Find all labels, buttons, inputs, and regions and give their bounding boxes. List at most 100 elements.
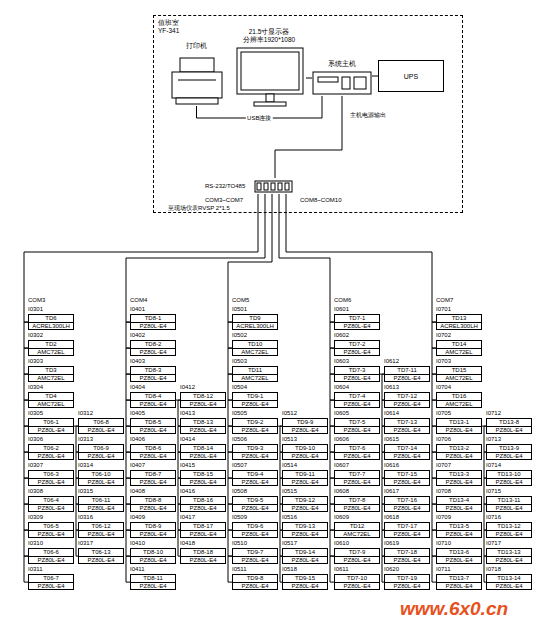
node-text: TD13-8 bbox=[487, 419, 531, 427]
address-label: I0506 bbox=[232, 436, 247, 443]
node-text: TD13-5 bbox=[437, 523, 481, 531]
node-text: PZ80L-E4 bbox=[233, 479, 277, 486]
address-label: I0311 bbox=[28, 566, 43, 573]
bus-wire bbox=[228, 194, 272, 322]
address-label: I0504 bbox=[232, 384, 247, 391]
node-text: TD8-5 bbox=[131, 419, 175, 427]
address-label: I0516 bbox=[282, 514, 297, 521]
meter-box: TD8-8PZ80L-E4 bbox=[130, 496, 176, 512]
address-label: I0620 bbox=[384, 566, 399, 573]
address-label: I0415 bbox=[180, 462, 195, 469]
node-text: T06-7 bbox=[29, 575, 73, 583]
node-text: PZ80L-E4 bbox=[385, 453, 429, 460]
bus-wire bbox=[286, 194, 436, 322]
node-text: TD8-1 bbox=[131, 315, 175, 323]
address-label: I0604 bbox=[334, 384, 349, 391]
meter-box: TD7-4PZ80L-E4 bbox=[334, 392, 380, 408]
node-text: TD8-13 bbox=[181, 419, 225, 427]
meter-box: TD9-3PZ80L-E4 bbox=[232, 444, 278, 460]
converter-port bbox=[285, 183, 289, 190]
node-text: PZ80L-E4 bbox=[131, 349, 175, 356]
meter-box: TD8-6PZ80L-E4 bbox=[130, 444, 176, 460]
meter-box: T06-8PZ80L-E4 bbox=[78, 418, 124, 434]
meter-box: TD9-12PZ80L-E4 bbox=[282, 496, 328, 512]
meter-box: T06-5PZ80L-E4 bbox=[28, 522, 74, 538]
address-label: I0401 bbox=[130, 306, 145, 313]
node-text: TD8-14 bbox=[181, 445, 225, 453]
meter-box: TD8-16PZ80L-E4 bbox=[180, 496, 226, 512]
monitor: 21.5寸显示器分辨率1920*1080 bbox=[232, 28, 306, 110]
address-label: I0315 bbox=[78, 488, 93, 495]
node-text: PZ80L-E4 bbox=[29, 557, 73, 564]
meter-box: TD12AMC72EL bbox=[334, 522, 380, 538]
node-text: TD4 bbox=[29, 393, 73, 401]
meter-box: TD9-15PZ80L-E4 bbox=[282, 574, 328, 590]
meter-box: TD7-12PZ80L-E4 bbox=[384, 392, 430, 408]
meter-box: TD9-11PZ80L-E4 bbox=[282, 470, 328, 486]
meter-box: TD8-15PZ80L-E4 bbox=[180, 470, 226, 486]
meter-box: TD13-12PZ80L-E4 bbox=[486, 522, 532, 538]
node-text: PZ80L-E4 bbox=[131, 323, 175, 330]
address-label: I0716 bbox=[486, 514, 501, 521]
node-text: TD7-12 bbox=[385, 393, 429, 401]
node-text: PZ80L-E4 bbox=[29, 427, 73, 434]
node-text: TD7-9 bbox=[335, 549, 379, 557]
address-label: I0301 bbox=[28, 306, 43, 313]
node-text: PZ80L-E4 bbox=[385, 375, 429, 382]
node-text: PZ80L-E4 bbox=[233, 505, 277, 512]
node-text: PZ80L-E4 bbox=[233, 531, 277, 538]
node-text: PZ80L-E4 bbox=[181, 479, 225, 486]
node-text: AMC72EL bbox=[233, 375, 277, 382]
address-label: I0703 bbox=[436, 358, 451, 365]
host-panel bbox=[354, 77, 366, 89]
meter-box: TD8-1PZ80L-E4 bbox=[130, 314, 176, 330]
node-text: PZ80L-E4 bbox=[283, 427, 327, 434]
address-label: I0607 bbox=[334, 462, 349, 469]
address-label: I0605 bbox=[334, 410, 349, 417]
meter-box: TD13-2PZ80L-E4 bbox=[436, 444, 482, 460]
meter-box: TD13-10PZ80L-E4 bbox=[486, 470, 532, 486]
node-text: AMC72EL bbox=[233, 349, 277, 356]
port-label: COM3~COM7 bbox=[205, 197, 243, 204]
meter-box: TD14AMC72EL bbox=[436, 340, 482, 356]
meter-box: T06-6PZ80L-E4 bbox=[28, 548, 74, 564]
address-label: I0405 bbox=[130, 410, 145, 417]
node-text: TD8-10 bbox=[131, 549, 175, 557]
node-text: RS-232/TO485 bbox=[205, 178, 295, 194]
meter-box: TD9ACREL300LH bbox=[232, 314, 278, 330]
node-text: PZ80L-E4 bbox=[131, 479, 175, 486]
meter-box: TD13-13PZ80L-E4 bbox=[486, 548, 532, 564]
node-text: T06-2 bbox=[29, 445, 73, 453]
node-text: PZ80L-E4 bbox=[335, 557, 379, 564]
node-text: PZ80L-E4 bbox=[487, 453, 531, 460]
bus-wire bbox=[275, 96, 342, 178]
node-text: 分辨率1920*1080 bbox=[232, 36, 306, 44]
node-text: PZ80L-E4 bbox=[131, 505, 175, 512]
node-text: PZ80L-E4 bbox=[233, 453, 277, 460]
node-text: TD7-19 bbox=[385, 575, 429, 583]
node-text: PZ80L-E4 bbox=[335, 453, 379, 460]
meter-box: TD13-6PZ80L-E4 bbox=[436, 548, 482, 564]
meter-box: TD8-7PZ80L-E4 bbox=[130, 470, 176, 486]
node-text: PZ80L-E4 bbox=[335, 479, 379, 486]
meter-box: TD8-3PZ80L-E4 bbox=[130, 366, 176, 382]
address-label: I0316 bbox=[78, 514, 93, 521]
address-label: I0417 bbox=[180, 514, 195, 521]
meter-box: TD11AMC72EL bbox=[232, 366, 278, 382]
meter-box: TD9-2PZ80L-E4 bbox=[232, 418, 278, 434]
meter-box: TD7-11PZ80L-E4 bbox=[384, 366, 430, 382]
address-label: I0714 bbox=[486, 462, 501, 469]
meter-box: TD9-1PZ80L-E4 bbox=[232, 392, 278, 408]
node-text: T06-8 bbox=[79, 419, 123, 427]
address-label: I0314 bbox=[78, 462, 93, 469]
node-text: TD13 bbox=[437, 315, 481, 323]
address-label: I0406 bbox=[130, 436, 145, 443]
address-label: I0612 bbox=[384, 358, 399, 365]
node-text: TD9-14 bbox=[283, 549, 327, 557]
address-label: I0710 bbox=[436, 540, 451, 547]
meter-box: TD8-2PZ80L-E4 bbox=[130, 340, 176, 356]
node-text: TD13-12 bbox=[487, 523, 531, 531]
node-text: PZ80L-E4 bbox=[437, 505, 481, 512]
node-text: PZ80L-E4 bbox=[131, 531, 175, 538]
